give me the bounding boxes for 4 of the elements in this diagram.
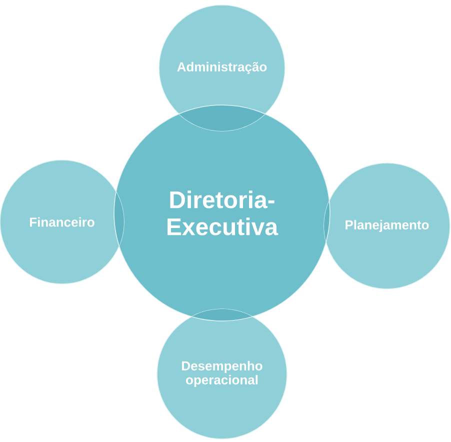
node-label: Financeiro (30, 217, 94, 227)
node-label: Planejamento (346, 220, 429, 232)
node-label: Desempenho operacional (182, 360, 262, 388)
node-label: Administração (177, 62, 267, 74)
